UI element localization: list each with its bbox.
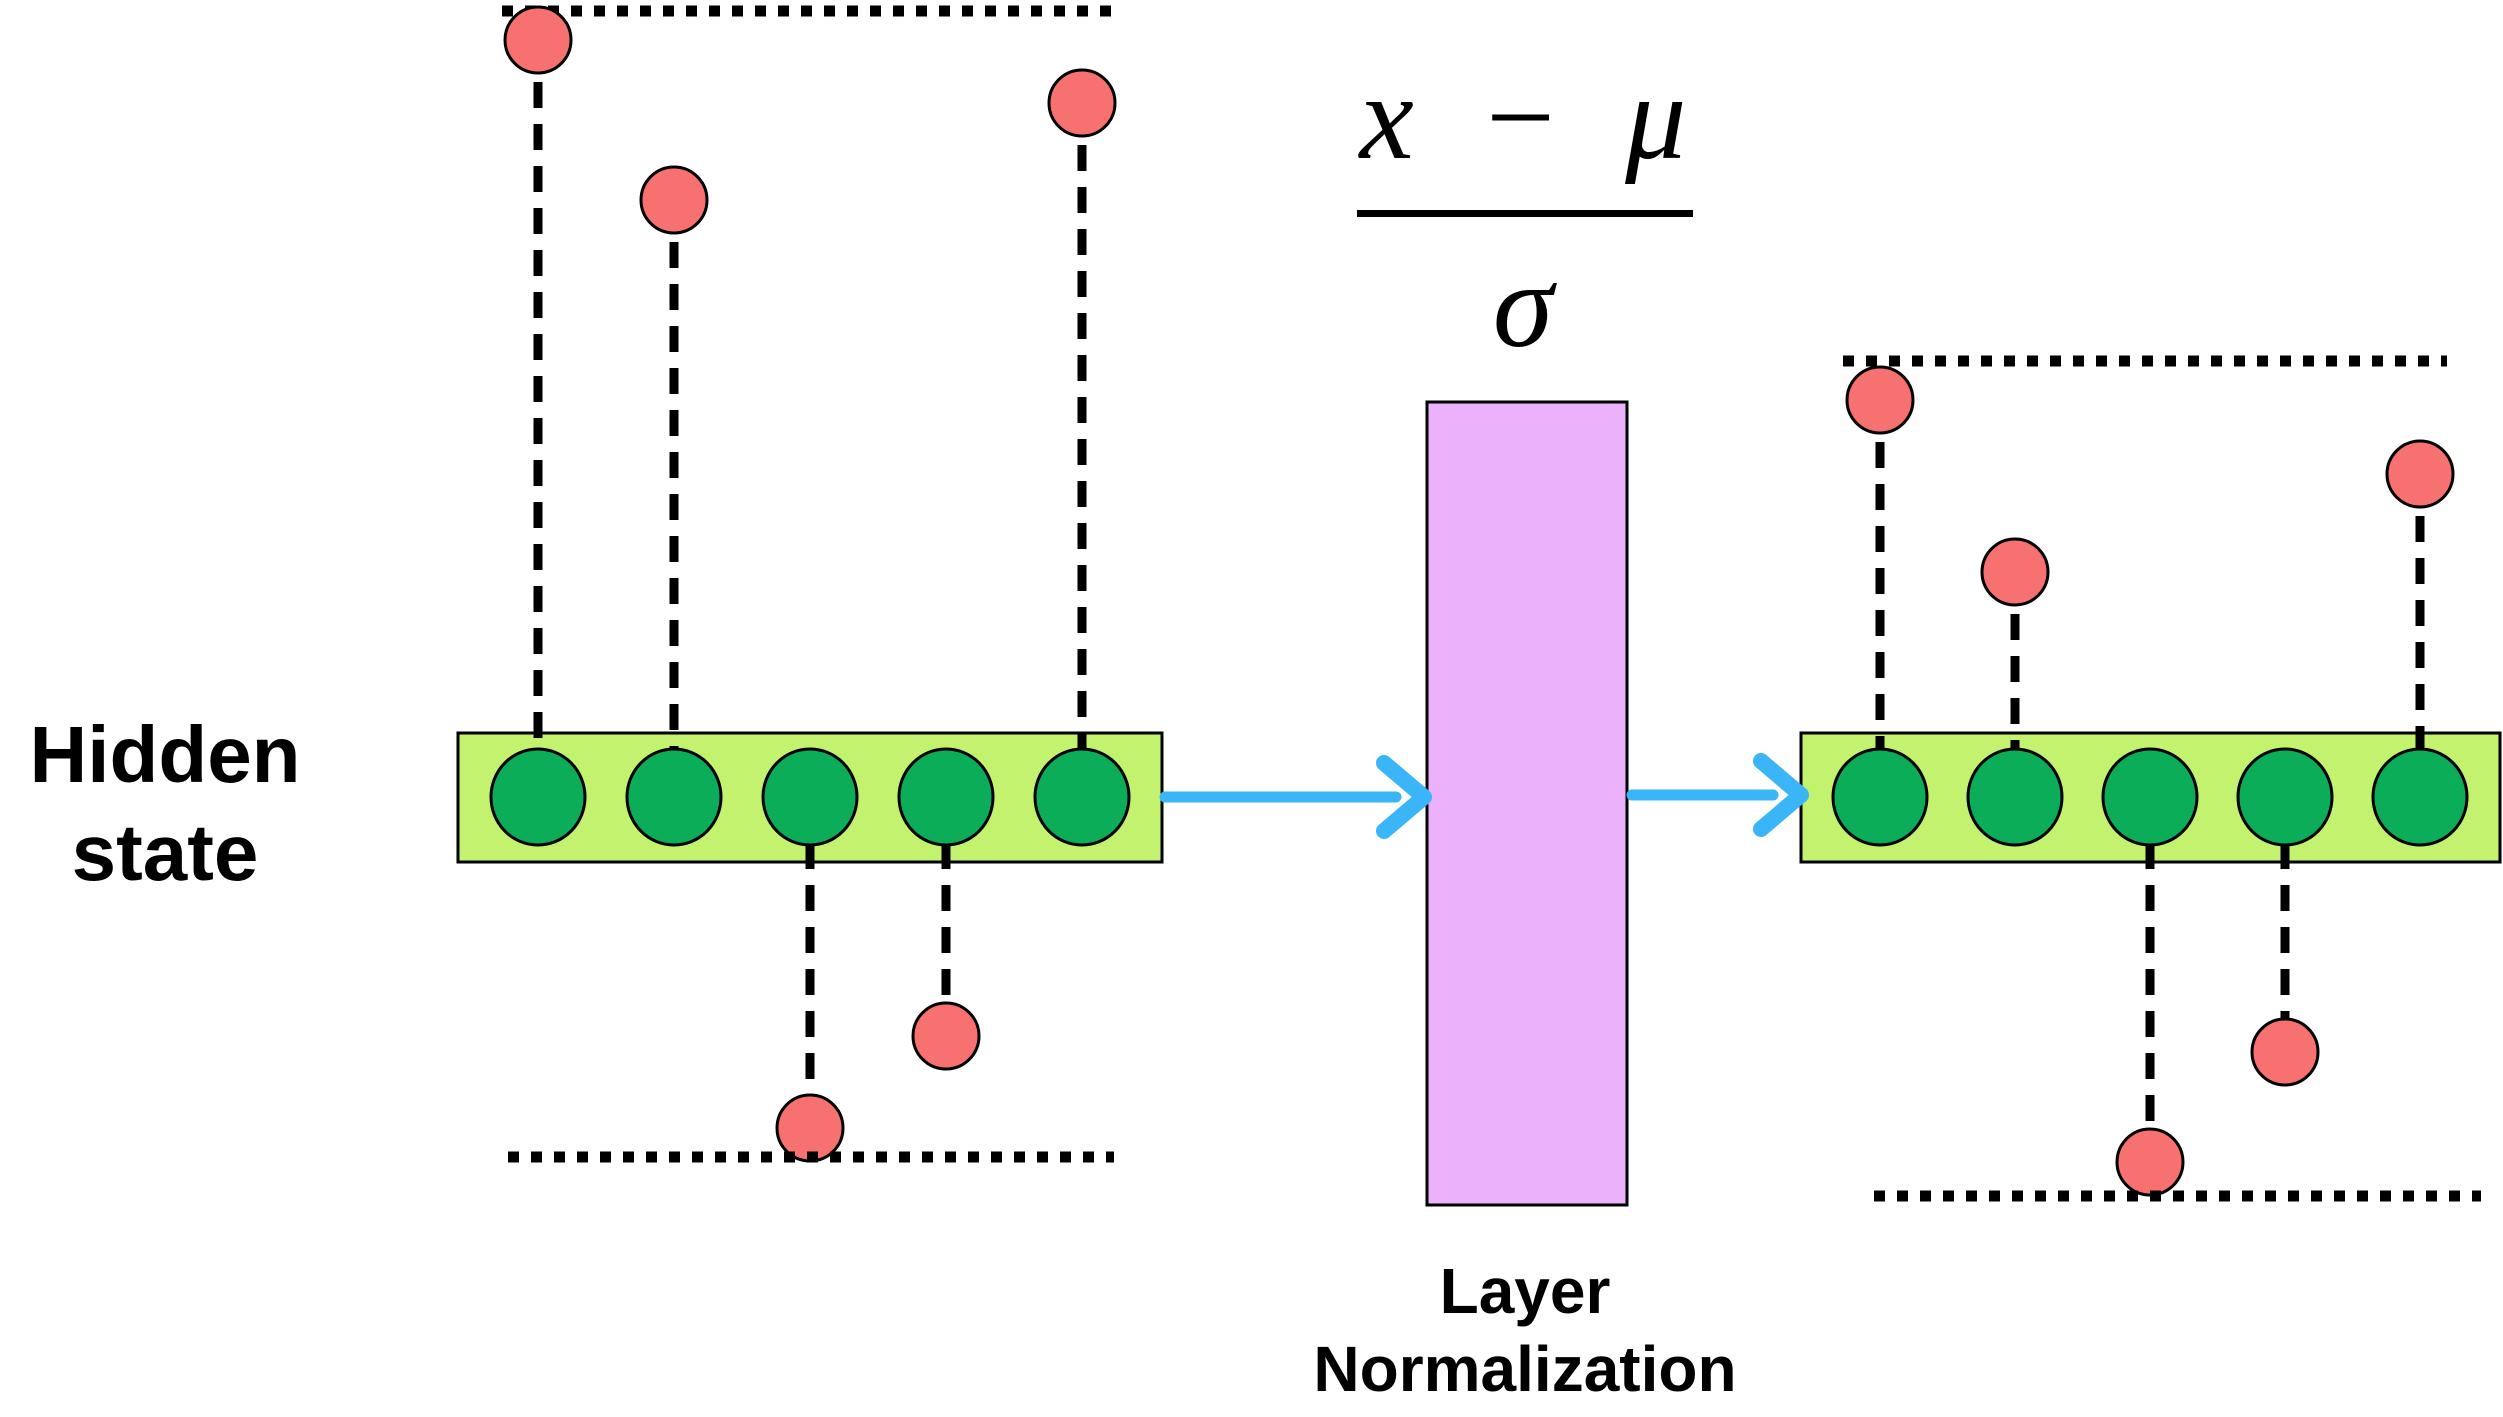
- layer-normalization-label-line2: Normalization: [1313, 1333, 1737, 1405]
- left-unit-cell-4: [1033, 747, 1131, 847]
- right-value-dot-4: [2250, 1017, 2320, 1087]
- right-value-dot-1: [1980, 537, 2050, 607]
- right-value-dot-0: [1845, 365, 1915, 435]
- flow-arrow-1-head: [1753, 753, 1809, 837]
- right-value-dot-3: [2115, 1127, 2185, 1197]
- layer-normalization-label-line1: Layer: [1439, 1255, 1611, 1327]
- formula-fraction-bar: [1357, 210, 1693, 217]
- left-value-dot-4: [911, 1001, 981, 1071]
- right-unit-cell-1: [1966, 747, 2064, 847]
- left-value-dot-0: [503, 5, 573, 75]
- layer-normalization-block: [1425, 400, 1629, 1207]
- right-unit-cell-0: [1831, 747, 1929, 847]
- hidden-state-label: Hidden state: [0, 706, 330, 902]
- left-unit-cell-2: [761, 747, 859, 847]
- left-unit-cell-0: [489, 747, 587, 847]
- left-unit-cell-3: [897, 747, 995, 847]
- left-value-dot-1: [639, 165, 709, 235]
- right-unit-cell-2: [2101, 747, 2199, 847]
- right-unit-cell-3: [2236, 747, 2334, 847]
- right-value-dot-2: [2385, 439, 2455, 509]
- formula-denominator: σ: [1493, 238, 1558, 373]
- hidden-state-label-line1: Hidden: [29, 710, 301, 799]
- left-value-dot-3: [775, 1093, 845, 1163]
- right-unit-cell-4: [2371, 747, 2469, 847]
- layer-normalization-label: Layer Normalization: [1225, 1252, 1825, 1408]
- left-unit-cell-1: [625, 747, 723, 847]
- flow-arrow-0-head: [1376, 755, 1432, 839]
- formula-numerator: x − μ: [1358, 50, 1687, 185]
- hidden-state-label-line2: state: [71, 808, 259, 897]
- left-value-dot-2: [1047, 68, 1117, 138]
